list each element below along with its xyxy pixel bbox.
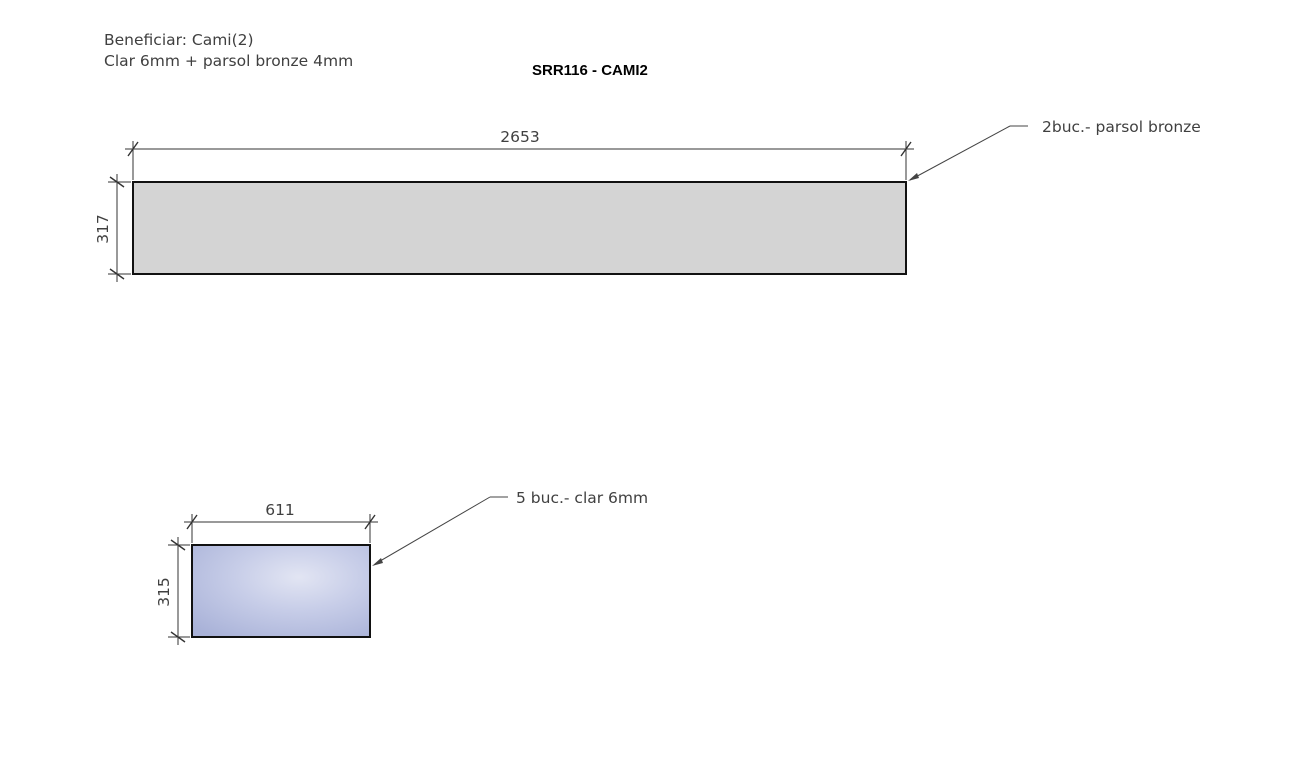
panel-2-callout-leader — [374, 496, 508, 565]
panel-1-width-dimension — [125, 141, 914, 180]
panel-2-height-label: 315 — [155, 577, 173, 607]
panel-2-width-dimension — [184, 514, 378, 543]
panel-1-callout-arrowhead — [908, 173, 919, 181]
panel-2-width-label: 611 — [265, 501, 295, 519]
panel-1-callout-label: 2buc.- parsol bronze — [1042, 118, 1201, 136]
panel-2-rect — [191, 544, 371, 638]
glass-spec-text: Clar 6mm + parsol bronze 4mm — [104, 52, 354, 70]
panel-2-height-dimension — [168, 537, 190, 645]
panel-2: 611 315 5 buc.- clar 6mm — [155, 489, 648, 645]
panel-1: 2653 317 2buc.- parsol bronze — [94, 118, 1201, 282]
drawing-title: SRR116 - CAMI2 — [532, 62, 648, 79]
panel-1-height-dimension — [108, 174, 131, 282]
panel-2-callout-label: 5 buc.- clar 6mm — [516, 489, 648, 507]
panel-1-rect — [132, 181, 907, 275]
panel-1-width-label: 2653 — [500, 128, 539, 146]
panel-1-height-label: 317 — [94, 214, 112, 244]
beneficiary-text: Beneficiar: Cami(2) — [104, 31, 254, 49]
panel-2-callout-arrowhead — [372, 558, 383, 566]
panel-1-callout-leader — [909, 125, 1028, 181]
